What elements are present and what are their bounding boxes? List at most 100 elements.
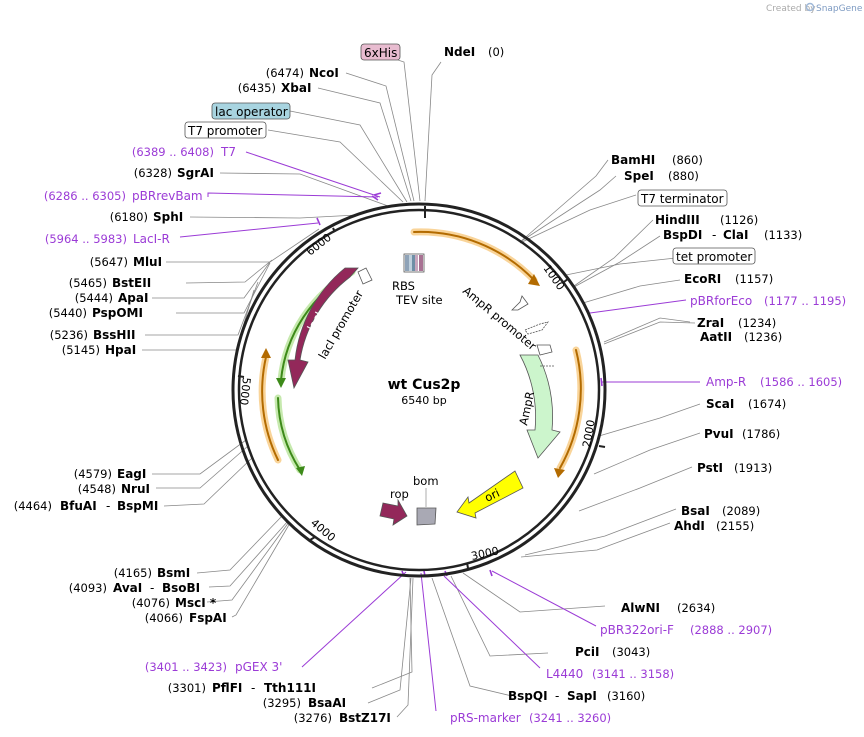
credit-created-by: Created by	[766, 4, 816, 14]
site-bspdi-pos: (1133)	[764, 228, 802, 242]
rop-arrow	[379, 498, 408, 526]
site-bspdi-sep: -	[712, 228, 716, 242]
site-apai: ApaI	[118, 291, 148, 305]
site-bsaai-pos: (3295)	[263, 696, 301, 710]
site-bsmi-pos: (4165)	[114, 566, 152, 580]
site-pspomi-pos: (5440)	[49, 306, 87, 320]
site-bsteii-pos: (5465)	[69, 276, 107, 290]
feature-label-tev-site: TEV site	[395, 293, 443, 307]
feature-label-ampr-promoter: AmpR promoter	[460, 284, 539, 354]
site-psti-pos: (1913)	[734, 461, 772, 475]
site-mlui-pos: (5647)	[90, 255, 128, 269]
site-ndei-pos: (0)	[488, 45, 504, 59]
ampr-gene-start	[536, 344, 553, 356]
ampr-gene-arrow	[519, 354, 561, 459]
primer-pbrforeco: pBRforEco	[690, 294, 752, 308]
feature-label-ampr: AmpR	[516, 390, 537, 427]
site-nrui-pos: (4548)	[78, 482, 116, 496]
primer-t7-pos: (6389 .. 6408)	[132, 145, 214, 159]
feature-label-rbs: RBS	[392, 279, 415, 293]
site-bspmi: BspMI	[117, 499, 158, 513]
primer-pbrrevbam: pBRrevBam	[132, 189, 203, 203]
primer-amp-r: Amp-R	[706, 375, 746, 389]
site-bspqi: BspQI	[508, 689, 548, 703]
site-hpai-pos: (5145)	[62, 343, 100, 357]
box-tet-promoter: tet promoter	[672, 247, 756, 265]
site-psti: PstI	[697, 461, 723, 475]
site-hindiii: HindIII	[655, 213, 700, 227]
feature-label-bom: bom	[413, 474, 439, 488]
site-hindiii-pos: (1126)	[720, 213, 758, 227]
site-fspai-pos: (4066)	[145, 611, 183, 625]
site-zrai-pos: (1234)	[738, 316, 776, 330]
site-ncoi-pos: (6474)	[266, 66, 304, 80]
site-ecori: EcoRI	[684, 272, 721, 286]
site-msci: MscI *	[175, 596, 217, 610]
site-bsai-pos: (2089)	[722, 504, 760, 518]
box-6xhis: 6xHis	[360, 43, 401, 61]
site-bstz17i: BstZ17I	[339, 711, 391, 725]
backbone-inner	[237, 208, 601, 572]
green-arrowheads	[276, 378, 305, 476]
primer-pbrrevbam-pos: (6286 .. 6305)	[44, 189, 126, 203]
site-pvui-pos: (1786)	[742, 427, 780, 441]
feature-label-ori: ori	[482, 486, 501, 505]
site-sgrai-pos: (6328)	[134, 166, 172, 180]
site-bsteii: BstEII	[112, 276, 151, 290]
box-label-t7-terminator: T7 terminator	[640, 192, 724, 206]
box-label-t7-promoter: T7 promoter	[187, 124, 263, 138]
primer-pbr322ori-f-pos: (2888 .. 2907)	[690, 623, 772, 637]
primer-pgex3: pGEX 3'	[235, 660, 282, 674]
site-avai: AvaI	[113, 581, 142, 595]
tick-label-5000: 5000	[237, 377, 253, 406]
tick-label-3000: 3000	[470, 544, 500, 563]
leader-lines	[142, 57, 701, 718]
site-ncoi: NcoI	[309, 66, 339, 80]
primer-amp-r-pos: (1586 .. 1605)	[760, 375, 842, 389]
site-tth111i: Tth111I	[264, 681, 316, 695]
site-nrui: NruI	[121, 482, 150, 496]
primer-prs-marker-pos: (3241 .. 3260)	[529, 711, 611, 725]
primer-laci-r-pos: (5964 .. 5983)	[45, 232, 127, 246]
site-bfuai-pos: (4464)	[14, 499, 52, 513]
map-length: 6540 bp	[401, 394, 446, 407]
rbs-feature-block	[403, 253, 425, 273]
laci-promoter-arrow	[357, 267, 373, 285]
site-alwni-pos: (2634)	[677, 601, 715, 615]
site-avai-sep: -	[150, 581, 154, 595]
site-apai-pos: (5444)	[75, 291, 113, 305]
site-scai-pos: (1674)	[748, 397, 786, 411]
site-bamhi: BamHI	[611, 153, 655, 167]
site-scai: ScaI	[706, 397, 734, 411]
site-hpai: HpaI	[105, 343, 136, 357]
ampr-promoter-arrow	[511, 295, 549, 335]
site-bsshii-pos: (5236)	[50, 328, 88, 342]
site-pvui: PvuI	[704, 427, 734, 441]
site-ahdi: AhdI	[674, 519, 705, 533]
primer-lines	[179, 151, 700, 712]
site-avai-pos: (4093)	[69, 581, 107, 595]
site-bsshii: BssHII	[93, 328, 135, 342]
site-xbai: XbaI	[281, 81, 311, 95]
site-pflfi-sep: -	[251, 681, 255, 695]
map-title: wt Cus2p	[388, 377, 461, 393]
snapgene-logo-icon	[805, 2, 815, 12]
box-label-lac-operator: lac operator	[215, 105, 288, 119]
site-sapi: SapI	[567, 689, 597, 703]
site-bsaai: BsaAI	[308, 696, 346, 710]
site-sgrai: SgrAI	[177, 166, 214, 180]
orange-arrowheads	[261, 274, 565, 478]
site-ecori-pos: (1157)	[735, 272, 773, 286]
site-aatii: AatII	[700, 330, 732, 344]
orange-tracks	[258, 228, 585, 472]
backbone-outer	[231, 202, 607, 578]
site-clai: ClaI	[723, 228, 748, 242]
primer-laci-r: LacI-R	[133, 232, 170, 246]
credit-product: SnapGene	[816, 4, 863, 14]
tick-label-4000: 4000	[308, 516, 338, 544]
ori-arrow	[456, 470, 524, 519]
site-pspomi: PspOMI	[92, 306, 143, 320]
site-zrai: ZraI	[697, 316, 724, 330]
primer-l4440-pos: (3141 .. 3158)	[592, 667, 674, 681]
